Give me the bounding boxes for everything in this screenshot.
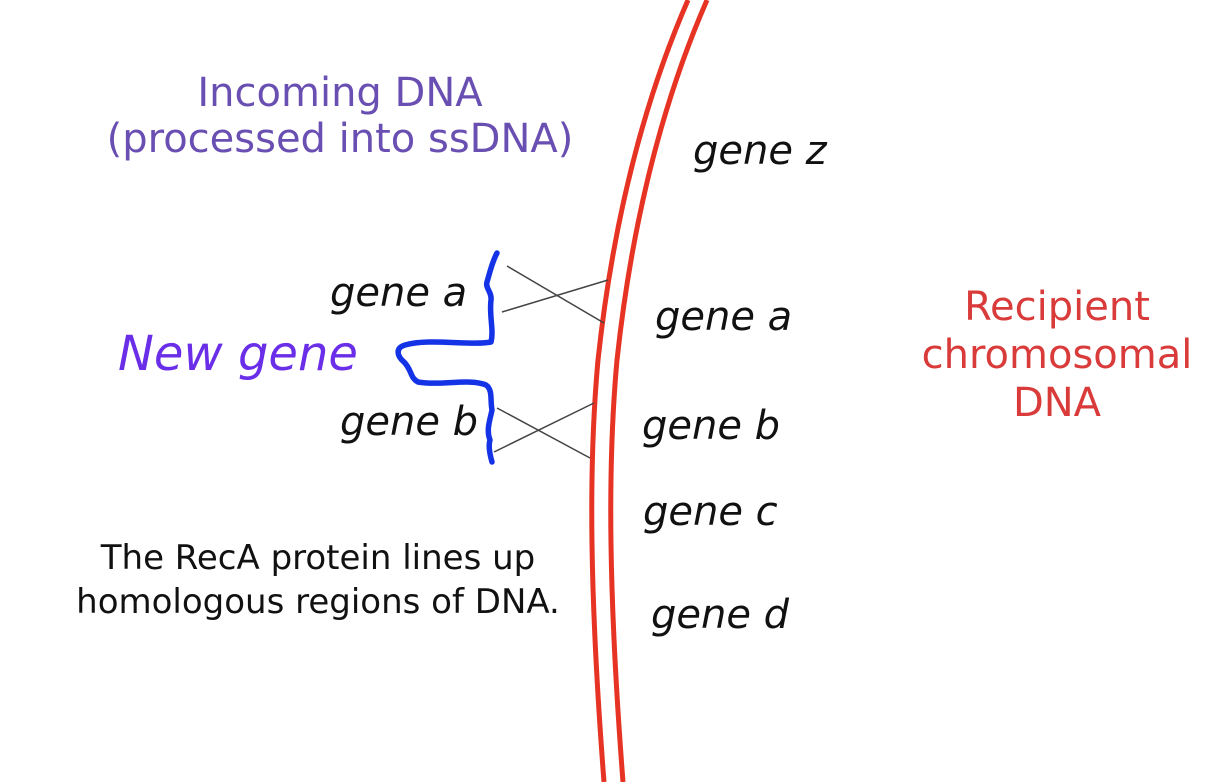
incoming-dna-title-line1: Incoming DNA — [197, 70, 483, 116]
incoming-ssdna-strand — [395, 250, 500, 465]
reca-note: The RecA protein lines up homologous reg… — [48, 536, 588, 624]
recipient-gene-b: gene b — [642, 403, 781, 449]
recipient-dna-title: Recipient chromosomal DNA — [912, 283, 1202, 427]
incoming-gene-b: gene b — [340, 399, 479, 445]
crossover-line-a1 — [506, 265, 605, 324]
crossover-line-b1 — [496, 407, 591, 459]
chromosome-strand-inner — [608, 0, 710, 782]
incoming-gene-a: gene a — [330, 270, 468, 316]
reca-note-line2: homologous regions of DNA. — [76, 582, 560, 622]
crossover-line-a2 — [501, 279, 609, 313]
incoming-dna-title-line2: (processed into ssDNA) — [106, 116, 574, 162]
recipient-gene-z: gene z — [693, 128, 827, 174]
recipient-title-line2: chromosomal — [921, 332, 1193, 378]
recipient-gene-d: gene d — [651, 592, 790, 638]
reca-note-line1: The RecA protein lines up — [100, 538, 536, 578]
chromosome-strand-outer — [589, 0, 691, 782]
new-gene-label: New gene — [118, 326, 358, 382]
incoming-dna-title: Incoming DNA (processed into ssDNA) — [60, 70, 620, 162]
crossover-line-b2 — [493, 402, 595, 453]
recipient-gene-a: gene a — [655, 294, 793, 340]
recipient-gene-c: gene c — [643, 489, 778, 535]
recipient-title-line1: Recipient — [964, 284, 1150, 330]
recipient-title-line3: DNA — [1012, 380, 1102, 426]
